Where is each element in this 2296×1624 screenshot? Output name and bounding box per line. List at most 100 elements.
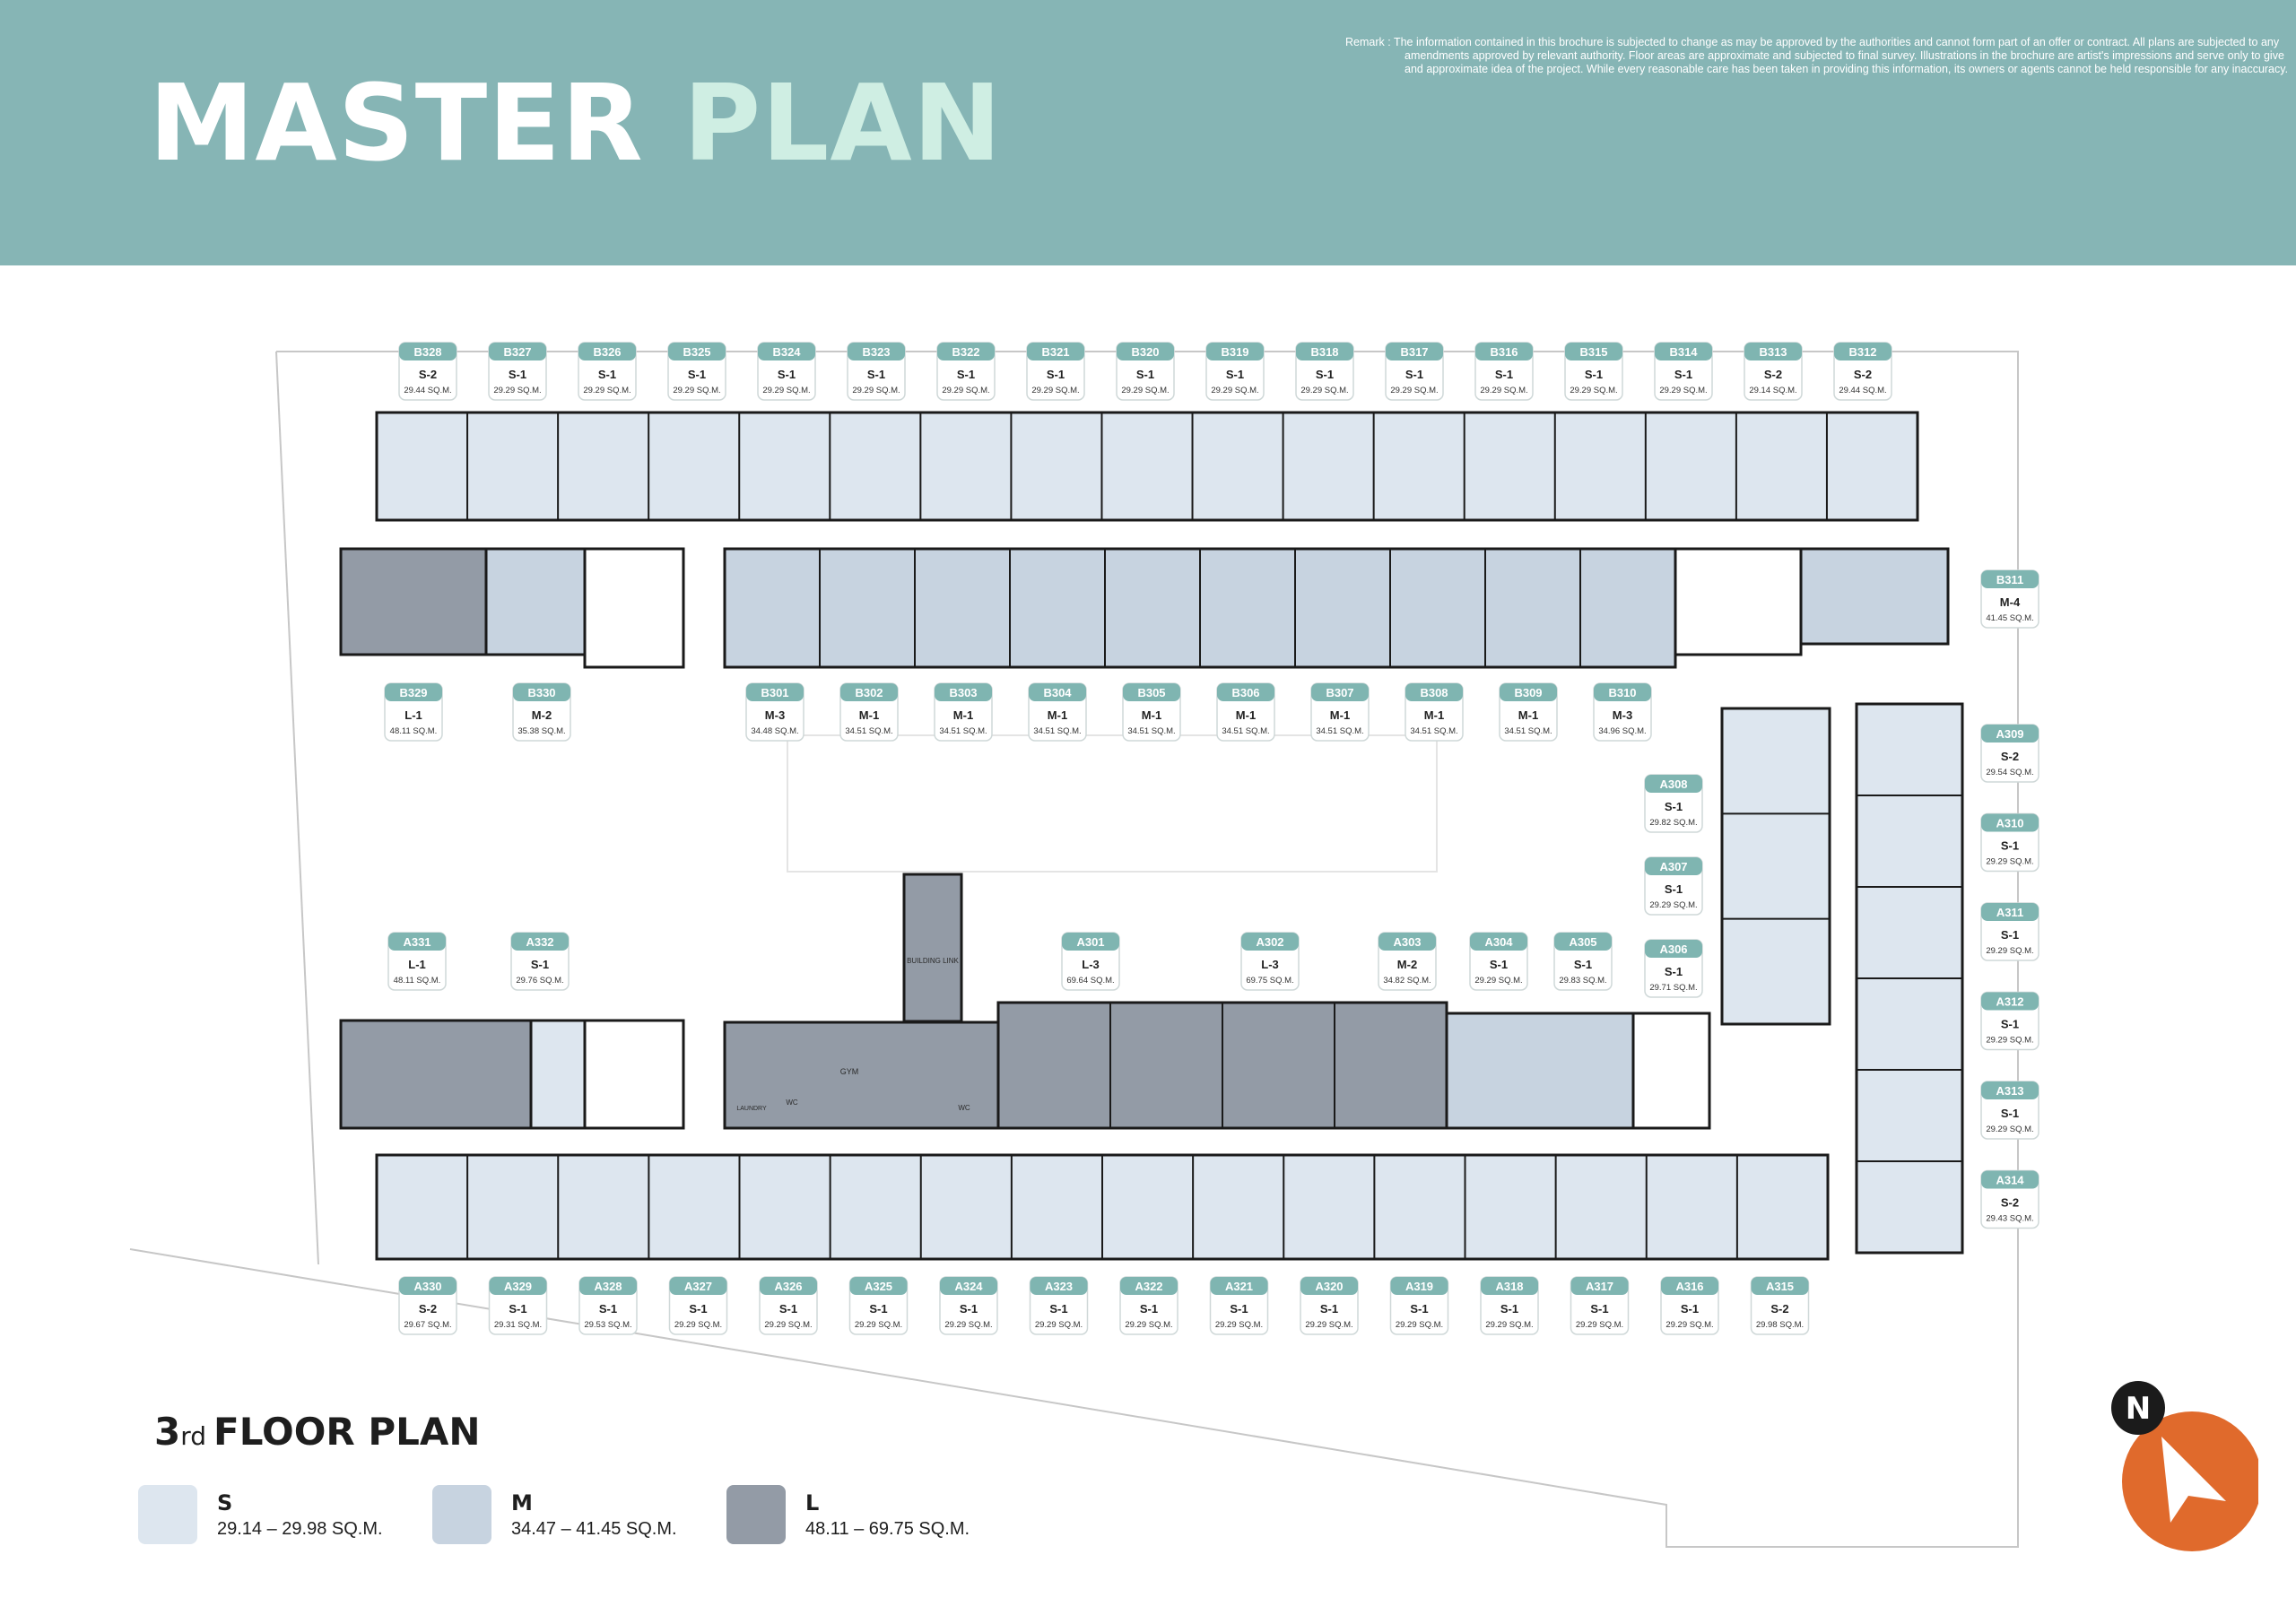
unit-id: A332 <box>526 935 553 949</box>
unit-type: S-1 <box>1665 800 1683 813</box>
unit-id: A320 <box>1315 1280 1343 1293</box>
unit-label-tab <box>578 343 636 360</box>
unit-id: B304 <box>1043 686 1072 699</box>
unit-id: B318 <box>1310 345 1338 359</box>
unit-id: B301 <box>761 686 788 699</box>
unit-type: S-1 <box>689 1302 707 1316</box>
unit-id: B320 <box>1131 345 1159 359</box>
block-b-north-units <box>375 411 1919 522</box>
unit-label-tab <box>1296 343 1353 360</box>
unit-area: 29.29 SQ.M. <box>1986 1125 2033 1134</box>
unit-area: 29.43 SQ.M. <box>1986 1214 2033 1224</box>
unit-area: 29.53 SQ.M. <box>584 1320 631 1330</box>
unit-type: S-1 <box>957 368 975 381</box>
unit-type: S-2 <box>2001 1196 2019 1210</box>
unit-label-tab <box>1210 1277 1268 1295</box>
unit-id: B328 <box>413 345 441 359</box>
unit-area: 29.29 SQ.M. <box>1300 386 1348 395</box>
unit-area: 29.29 SQ.M. <box>855 1320 902 1330</box>
unit-label-tab <box>746 683 804 701</box>
unit-id: A326 <box>774 1280 802 1293</box>
unit-id: B316 <box>1490 345 1518 359</box>
unit-label-tab <box>1645 857 1702 875</box>
unit-type: L-3 <box>1082 958 1100 971</box>
unit-type: S-1 <box>1140 1302 1158 1316</box>
unit-type: S-2 <box>1854 368 1872 381</box>
unit-area: 29.29 SQ.M. <box>1125 1320 1172 1330</box>
unit-label-tab <box>940 1277 997 1295</box>
unit-label-tab <box>840 683 898 701</box>
unit-area: 29.29 SQ.M. <box>1659 386 1707 395</box>
unit-type: S-1 <box>2001 1018 2019 1031</box>
unit-area: 29.29 SQ.M. <box>942 386 989 395</box>
unit-label-tab <box>399 1277 457 1295</box>
unit-area: 29.29 SQ.M. <box>1570 386 1617 395</box>
site-boundary <box>129 351 2019 1548</box>
unit-id: A331 <box>403 935 430 949</box>
unit-id: A327 <box>684 1280 712 1293</box>
unit-id: B302 <box>855 686 883 699</box>
unit-label-tab <box>1655 343 1712 360</box>
unit-id: B323 <box>862 345 890 359</box>
north-arrow-icon <box>2161 1437 2226 1523</box>
unit-type: S-1 <box>1585 368 1603 381</box>
unit-area: 69.75 SQ.M. <box>1246 976 1293 986</box>
unit-label-tab <box>513 683 570 701</box>
unit-label-tab <box>1645 940 1702 958</box>
unit-type: M-1 <box>1424 708 1444 722</box>
north-label: N <box>2126 1391 2151 1427</box>
building-link-label: BUILDING LINK <box>907 957 959 965</box>
unit-label-tab <box>669 1277 727 1295</box>
unit-area: 29.29 SQ.M. <box>1986 1036 2033 1046</box>
unit-a332-area <box>529 1019 587 1130</box>
unit-id: A315 <box>1766 1280 1794 1293</box>
unit-id: B317 <box>1400 345 1428 359</box>
unit-area: 29.29 SQ.M. <box>1665 1320 1713 1330</box>
unit-id: B312 <box>1848 345 1876 359</box>
legend-label-s: S <box>217 1490 233 1515</box>
unit-id: A316 <box>1675 1280 1703 1293</box>
unit-id: A323 <box>1045 1280 1073 1293</box>
compass: N <box>2111 1381 2258 1551</box>
unit-label-tab <box>1554 933 1612 951</box>
legend-range-l: 48.11 – 69.75 SQ.M. <box>805 1519 970 1539</box>
unit-type: S-1 <box>1490 958 1508 971</box>
unit-label-tab <box>1029 683 1086 701</box>
stair-core-east <box>1674 547 1803 656</box>
unit-label-tab <box>1475 343 1533 360</box>
unit-label-tab <box>399 343 457 360</box>
unit-label-tab <box>1565 343 1622 360</box>
unit-type: M-1 <box>1518 708 1538 722</box>
unit-id: B329 <box>399 686 427 699</box>
unit-id: B330 <box>527 686 555 699</box>
unit-area: 29.44 SQ.M. <box>404 386 451 395</box>
unit-id: B308 <box>1420 686 1448 699</box>
unit-type: S-1 <box>2001 839 2019 853</box>
unit-type: M-3 <box>765 708 785 722</box>
unit-area: 48.11 SQ.M. <box>394 976 441 986</box>
unit-type: S-1 <box>1230 1302 1248 1316</box>
unit-id: B327 <box>503 345 531 359</box>
